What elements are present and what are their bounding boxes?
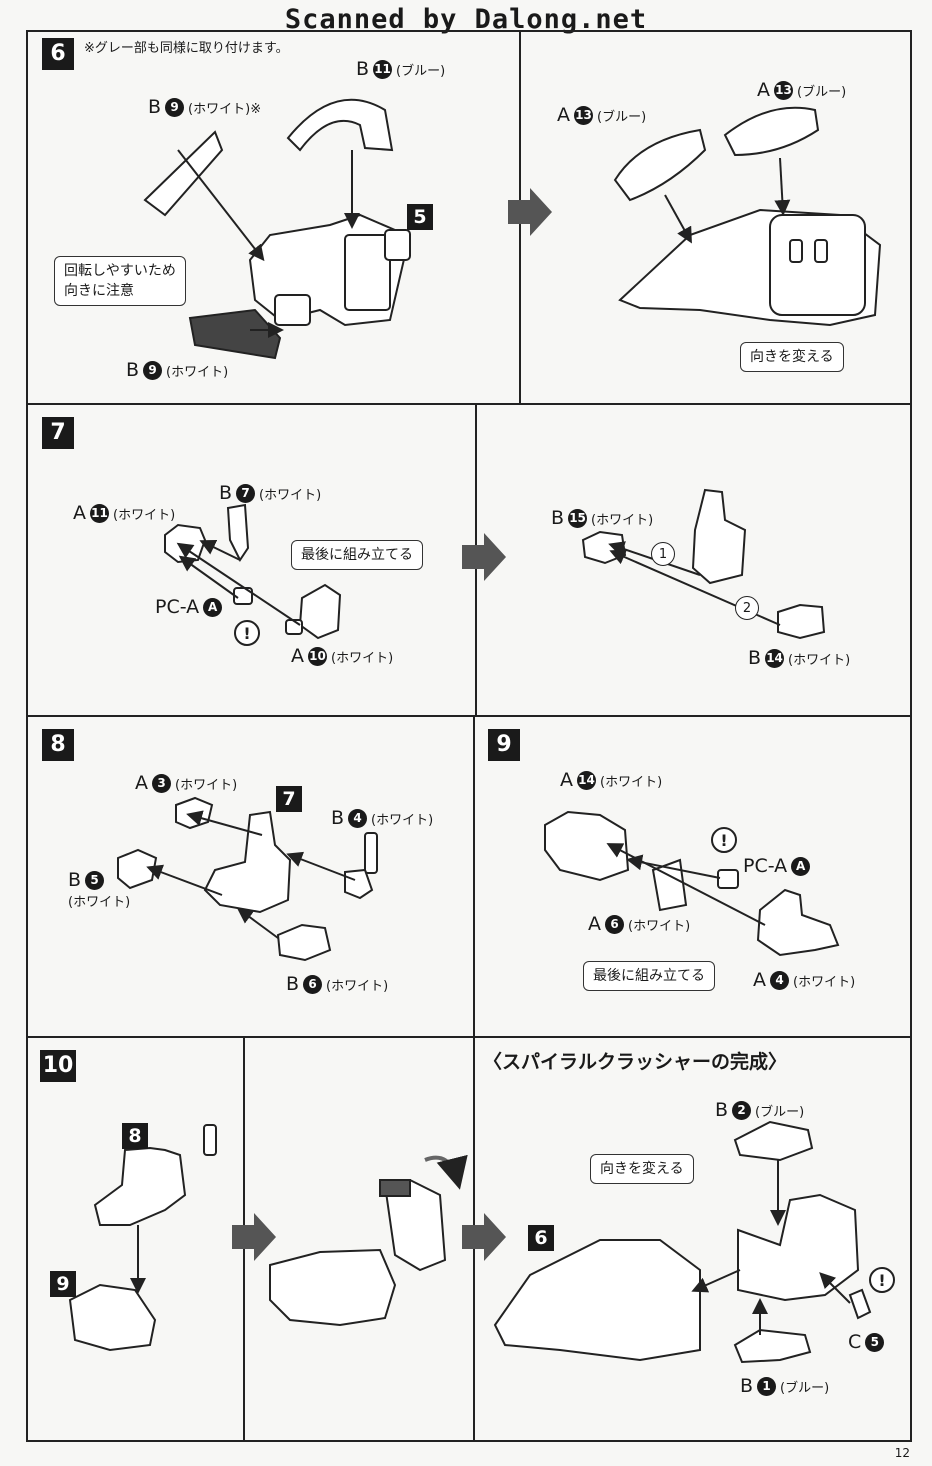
page-number: 12	[894, 1446, 910, 1460]
completion-title: 〈スパイラルクラッシャーの完成〉	[483, 1051, 788, 1073]
part-a14	[544, 810, 630, 882]
unit-7	[203, 810, 292, 914]
svg-text:!: !	[243, 624, 250, 643]
caution-icon	[869, 1267, 895, 1293]
part-pca	[717, 869, 739, 889]
part-b7	[226, 503, 250, 562]
order-marker-2: 2	[735, 596, 759, 620]
part-b6	[276, 923, 332, 962]
unit-5-block	[344, 234, 391, 311]
step6-unit-rear	[493, 1239, 701, 1362]
part-a13-left	[613, 128, 707, 202]
next-arrow	[508, 188, 552, 236]
caution-icon	[234, 620, 260, 646]
callout-assemble-last: 最後に組み立てる	[291, 540, 423, 570]
spiral-crusher-unit	[737, 1193, 860, 1302]
svg-text:!: !	[878, 1271, 885, 1290]
part-a10	[298, 583, 342, 640]
step-8-number: 8	[42, 729, 74, 761]
instruction-frame	[26, 30, 912, 1442]
step-6-number: 6	[42, 38, 74, 70]
unit-9	[68, 1283, 157, 1352]
part-b1	[733, 1328, 812, 1364]
next-arrow	[462, 533, 506, 581]
divider	[26, 1036, 912, 1038]
svg-text:!: !	[720, 831, 727, 850]
step-6-note: ※グレー部も同様に取り付けます。	[84, 41, 289, 56]
divider	[473, 715, 475, 1037]
unit-8	[93, 1146, 187, 1226]
part-b2	[733, 1120, 814, 1162]
part-b11-cap	[286, 98, 394, 152]
step7-assembled	[691, 488, 747, 585]
step-10-number: 10	[40, 1050, 76, 1082]
divider	[26, 403, 912, 405]
step-7-number: 7	[42, 417, 74, 449]
ref-subassembly-5: 5	[407, 204, 433, 230]
part-a13-right	[723, 106, 820, 157]
ref-subassembly-7: 7	[276, 786, 302, 812]
callout-reorient: 向きを変える	[740, 342, 844, 372]
ref-subassembly-6: 6	[528, 1225, 554, 1251]
watermark: Scanned by Dalong.net	[284, 4, 648, 35]
order-marker-1: 1	[651, 542, 675, 566]
part-b9-blade	[143, 130, 224, 217]
part-a4	[756, 888, 840, 957]
callout-rotation-caution: 回転しやすいため向きに注意	[54, 256, 186, 306]
part-b14	[777, 603, 826, 640]
divider	[26, 715, 912, 717]
step-9-number: 9	[488, 729, 520, 761]
ref-subassembly-9: 9	[50, 1271, 76, 1297]
callout-assemble-last: 最後に組み立てる	[583, 961, 715, 991]
unit-5-shaft	[384, 229, 411, 261]
part-b9-gray	[188, 308, 282, 360]
next-arrow	[462, 1213, 506, 1261]
part-b4	[364, 832, 378, 874]
part-a3	[175, 796, 214, 830]
next-arrow	[232, 1213, 276, 1261]
caution-icon	[711, 827, 737, 853]
ref-subassembly-8: 8	[122, 1123, 148, 1149]
part-a11	[164, 523, 207, 564]
part-c5	[848, 1288, 872, 1320]
step10-rotated	[269, 1248, 397, 1327]
callout-reorient: 向きを変える	[590, 1154, 694, 1184]
